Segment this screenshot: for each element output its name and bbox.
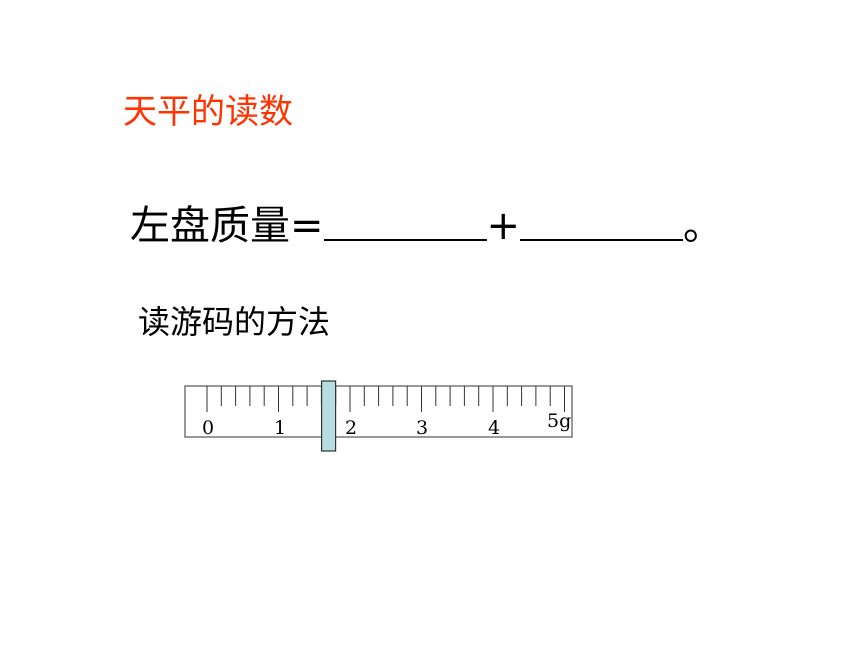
scale-label-1: 1 xyxy=(274,417,286,439)
formula-plus: + xyxy=(486,203,521,249)
page-title: 天平的读数 xyxy=(123,92,293,132)
scale-label-4: 4 xyxy=(488,417,500,439)
scale-label-0: 0 xyxy=(202,417,214,439)
scale-label-2: 2 xyxy=(345,417,357,439)
section-subtitle: 读游码的方法 xyxy=(138,303,331,341)
scale-labels: 0 1 2 3 4 5g xyxy=(202,410,571,439)
scale-label-5g: 5g xyxy=(547,410,571,432)
answer-blank-2[interactable] xyxy=(520,199,684,241)
answer-blank-1[interactable] xyxy=(323,199,487,241)
formula-line: 左盘质量= + 。 xyxy=(130,198,723,254)
scale-label-3: 3 xyxy=(416,417,428,439)
formula-suffix: 。 xyxy=(683,203,724,249)
formula-prefix: 左盘质量= xyxy=(130,203,324,249)
rider-slider[interactable] xyxy=(321,380,337,452)
